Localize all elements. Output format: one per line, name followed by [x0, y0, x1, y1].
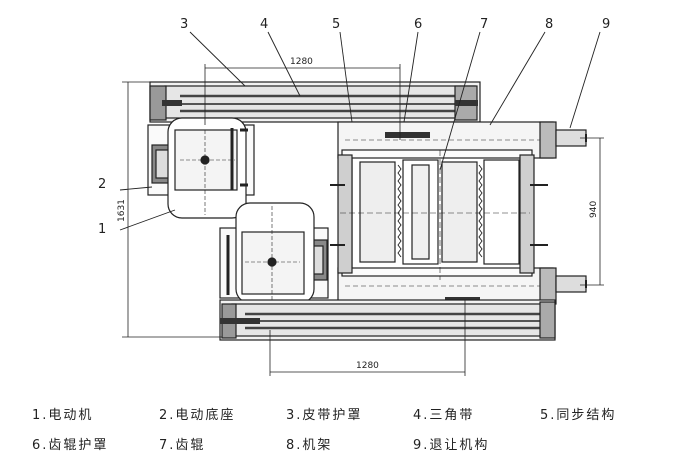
legend-item-roller-guard: 6.齿辊护罩: [32, 437, 109, 453]
motor-right: [219, 202, 329, 304]
toothed-rollers: [340, 150, 530, 280]
legend-item-sync-structure: 5.同步结构: [540, 407, 617, 423]
legend-item-belt-guard: 3.皮带护罩: [286, 407, 363, 423]
legend-item-motor-base: 2.电动底座: [159, 407, 236, 423]
callout-1: 1: [98, 222, 106, 237]
dim-top-width: 1280: [290, 57, 313, 67]
legend-row: 6.齿辊护罩 7.齿辊 8.机架 9.退让机构: [32, 428, 692, 458]
callout-2: 2: [98, 177, 106, 192]
top-belt-guard: [149, 81, 481, 123]
legend-item-yielding-mechanism: 9.退让机构: [413, 437, 490, 453]
callout-8: 8: [545, 17, 553, 32]
legend: 1.电动机 2.电动底座 3.皮带护罩 4.三角带 5.同步结构 6.齿辊护罩 …: [32, 398, 692, 458]
legend-item-v-belt: 4.三角带: [413, 407, 475, 423]
callout-4: 4: [260, 17, 268, 32]
yielding-mechanism: [555, 129, 587, 293]
dimension-lines: [122, 64, 604, 376]
callout-5: 5: [332, 17, 340, 32]
legend-row: 1.电动机 2.电动底座 3.皮带护罩 4.三角带 5.同步结构: [32, 398, 692, 428]
leader-lines: [119, 31, 601, 231]
dim-bottom-width: 1280: [356, 361, 379, 371]
callout-6: 6: [414, 17, 422, 32]
dim-left-height: 1631: [117, 199, 127, 222]
callout-3: 3: [180, 17, 188, 32]
dim-right-height: 940: [589, 201, 599, 218]
callout-9: 9: [602, 17, 610, 32]
bottom-belt-guard: [219, 299, 556, 341]
legend-item-motor: 1.电动机: [32, 407, 94, 423]
legend-item-frame: 8.机架: [286, 437, 333, 453]
motor-left: [147, 117, 255, 219]
legend-item-toothed-roller: 7.齿辊: [159, 437, 206, 453]
callout-7: 7: [480, 17, 488, 32]
